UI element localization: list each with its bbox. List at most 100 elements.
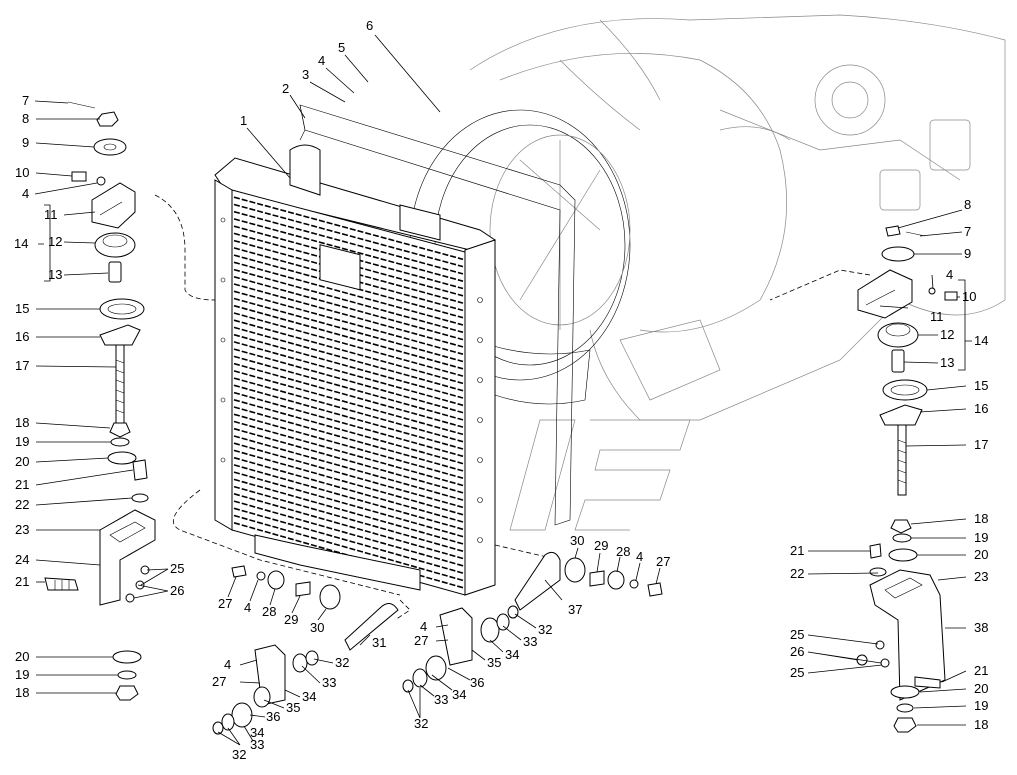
callout-21-left-a: 21 [15, 477, 29, 492]
callout-11-right: 11 [930, 309, 944, 324]
callout-20-left-b: 20 [15, 649, 29, 664]
callout-32-d: 32 [414, 716, 428, 731]
callout-4-c: 4 [224, 657, 231, 672]
callout-37: 37 [568, 602, 582, 617]
radiator-fin [233, 196, 464, 261]
fan-shroud [409, 109, 631, 405]
right-lower-bracket [856, 569, 946, 733]
radiator-core [214, 144, 497, 596]
callout-27-b: 27 [212, 674, 226, 689]
callout-12-left: 12 [48, 234, 62, 249]
radiator-fin [233, 319, 464, 385]
callout-36-b: 36 [470, 675, 484, 690]
callout-9-left: 9 [22, 135, 29, 150]
callout-22-left: 22 [15, 497, 29, 512]
callout-26-left: 26 [170, 583, 184, 598]
callout-38: 38 [974, 620, 988, 635]
left-bottom-washers [112, 650, 142, 701]
callout-24: 24 [15, 552, 29, 567]
callout-12-right: 12 [940, 327, 954, 342]
callout-4-right: 4 [946, 267, 953, 282]
callout-34-d: 34 [452, 687, 466, 702]
radiator-fin [233, 239, 464, 304]
callout-33-a: 33 [322, 675, 336, 690]
left-plate-holes [220, 217, 226, 463]
callout-2: 2 [282, 81, 289, 96]
callout-28-b: 28 [616, 544, 630, 559]
callout-25-right-a: 25 [790, 627, 804, 642]
callout-28-a: 28 [262, 604, 276, 619]
radiator-fin [233, 326, 464, 392]
radiator-fin [233, 210, 464, 275]
callout-16-left: 16 [15, 329, 29, 344]
callout-7-right: 7 [964, 224, 971, 239]
radiator-fin [233, 276, 464, 341]
callout-19-left: 19 [15, 434, 29, 449]
callout-23-right: 23 [974, 569, 988, 584]
engine-block-background [469, 14, 1006, 421]
callout-20-left: 20 [15, 454, 29, 469]
callout-29-a: 29 [284, 612, 298, 627]
callout-21-right-a: 21 [790, 543, 804, 558]
radiator-fin [233, 312, 464, 377]
callout-32-b: 32 [232, 747, 246, 762]
callout-8-right: 8 [964, 197, 971, 212]
callout-18-left: 18 [15, 415, 29, 430]
radiator-fin [233, 247, 464, 312]
dashed-link-left-top [154, 194, 216, 301]
callout-32-c: 32 [538, 622, 552, 637]
callout-34-c: 34 [505, 647, 519, 662]
callout-33-b: 33 [250, 737, 264, 752]
callout-14-right: 14 [974, 333, 988, 348]
callout-10-right: 10 [962, 289, 976, 304]
callout-1: 1 [240, 113, 247, 128]
callout-36-a: 36 [266, 709, 280, 724]
callout-6: 6 [366, 18, 373, 33]
callout-15-left: 15 [15, 301, 29, 316]
radiator-fin [233, 218, 464, 282]
radiator-fin [233, 290, 464, 355]
callout-27-c: 27 [414, 633, 428, 648]
callout-7-left: 7 [22, 93, 29, 108]
callout-20-right-b: 20 [974, 681, 988, 696]
callout-18-left-b: 18 [15, 685, 29, 700]
callout-27-a: 27 [218, 596, 232, 611]
callout-8-left: 8 [22, 111, 29, 126]
callout-21-left-b: 21 [15, 574, 29, 589]
callout-35-b: 35 [487, 655, 501, 670]
callout-25-right-b: 25 [790, 665, 804, 680]
lower-left-pin-assemblies [212, 565, 399, 735]
callout-18-right-b: 18 [974, 717, 988, 732]
callout-15-right: 15 [974, 378, 988, 393]
callout-11-left: 11 [44, 207, 58, 222]
leader-lines [34, 34, 972, 746]
callout-16-right: 16 [974, 401, 988, 416]
callout-19-left-b: 19 [15, 667, 29, 682]
callout-22-right: 22 [790, 566, 804, 581]
radiator-fin [233, 254, 464, 319]
callout-3: 3 [302, 67, 309, 82]
radiator-fin [233, 304, 464, 370]
callout-30-a: 30 [310, 620, 324, 635]
callout-27-d: 27 [656, 554, 670, 569]
callout-14-left: 14 [14, 236, 28, 251]
left-top-mount-stack [67, 101, 149, 503]
callout-5: 5 [338, 40, 345, 55]
callout-35-a: 35 [286, 700, 300, 715]
right-plate-holes [477, 297, 483, 543]
callout-4-left: 4 [22, 186, 29, 201]
callout-9-right: 9 [964, 246, 971, 261]
part-callouts: 1 2 3 4 5 6 7 8 9 10 4 11 12 14 13 15 16… [14, 18, 988, 762]
callout-34-a: 34 [302, 689, 316, 704]
callout-18-right: 18 [974, 511, 988, 526]
callout-33-c: 33 [523, 634, 537, 649]
callout-4-b: 4 [244, 600, 251, 615]
callout-19-right: 19 [974, 530, 988, 545]
radiator-fin [233, 297, 464, 363]
radiator-fin [233, 261, 464, 326]
callout-25-left: 25 [170, 561, 184, 576]
lower-center-pin-assemblies [402, 551, 663, 693]
radiator-fin [233, 232, 464, 297]
callout-33-d: 33 [434, 692, 448, 707]
